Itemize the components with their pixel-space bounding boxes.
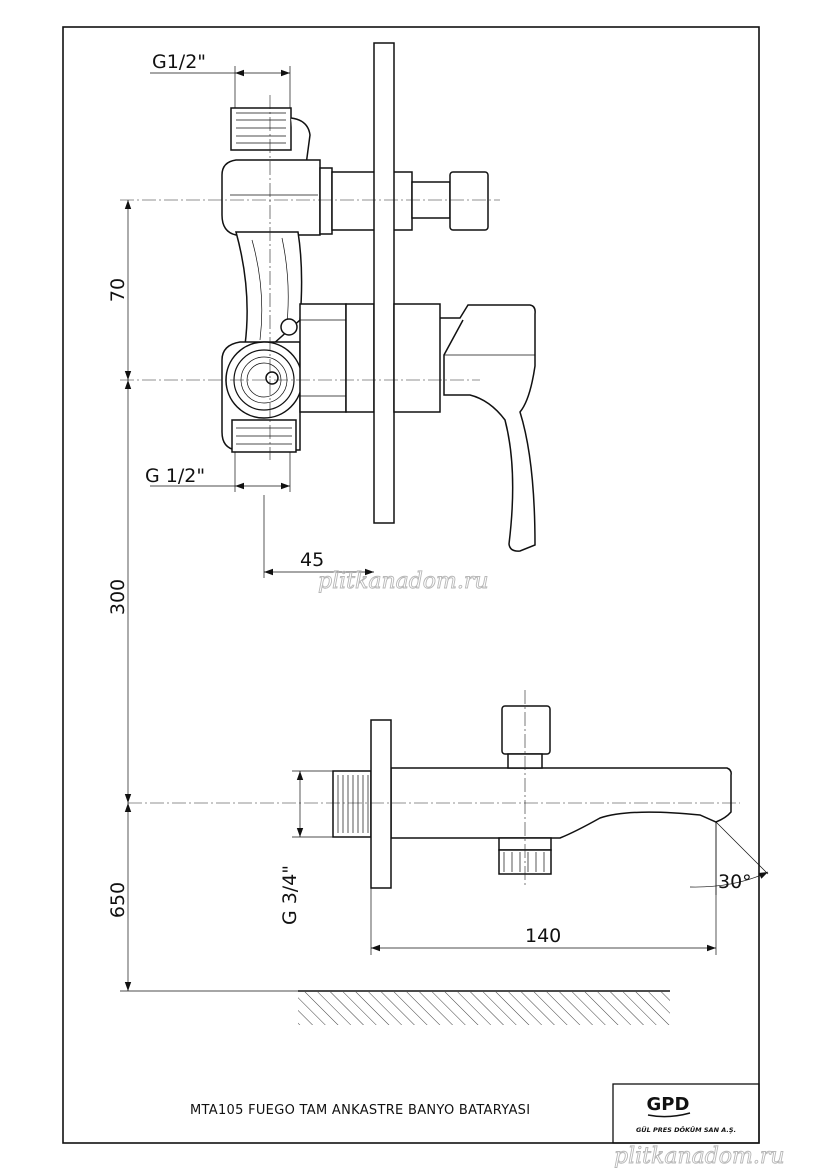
sheet-frame: [62, 26, 760, 1144]
thread-spout-label: G 3/4": [279, 865, 301, 925]
thread-bottom-label: G 1/2": [145, 465, 205, 487]
gpd-logo: GPD: [647, 1094, 690, 1115]
mixer-handle: [393, 303, 536, 552]
dim-140-label: 140: [525, 925, 561, 947]
angle-label: 30°: [718, 871, 752, 893]
wall-plate-bottom: [370, 719, 392, 889]
floor-hatch: [298, 990, 670, 1025]
bath-spout: [332, 690, 732, 885]
gpd-logo-wave: [647, 1112, 691, 1118]
concealed-valve-body: [221, 107, 489, 453]
title-block: MTA105 FUEGO TAM ANKASTRE BANYO BATARYAS…: [190, 1083, 760, 1144]
wall-plate-top: [373, 42, 395, 524]
watermark-center: plitkanadom.ru: [318, 569, 489, 594]
thread-top-label: G1/2": [152, 51, 206, 73]
product-title: MTA105 FUEGO TAM ANKASTRE BANYO BATARYAS…: [190, 1103, 530, 1118]
dim-70-label: 70: [107, 278, 129, 302]
dim-45-label: 45: [300, 549, 324, 571]
company-name: GÜL PRES DÖKÜM SAN A.Ş.: [636, 1125, 736, 1134]
dim-650-label: 650: [107, 882, 129, 918]
watermark-corner: plitkanadom.ru: [614, 1144, 785, 1169]
dim-300-label: 300: [107, 579, 129, 615]
